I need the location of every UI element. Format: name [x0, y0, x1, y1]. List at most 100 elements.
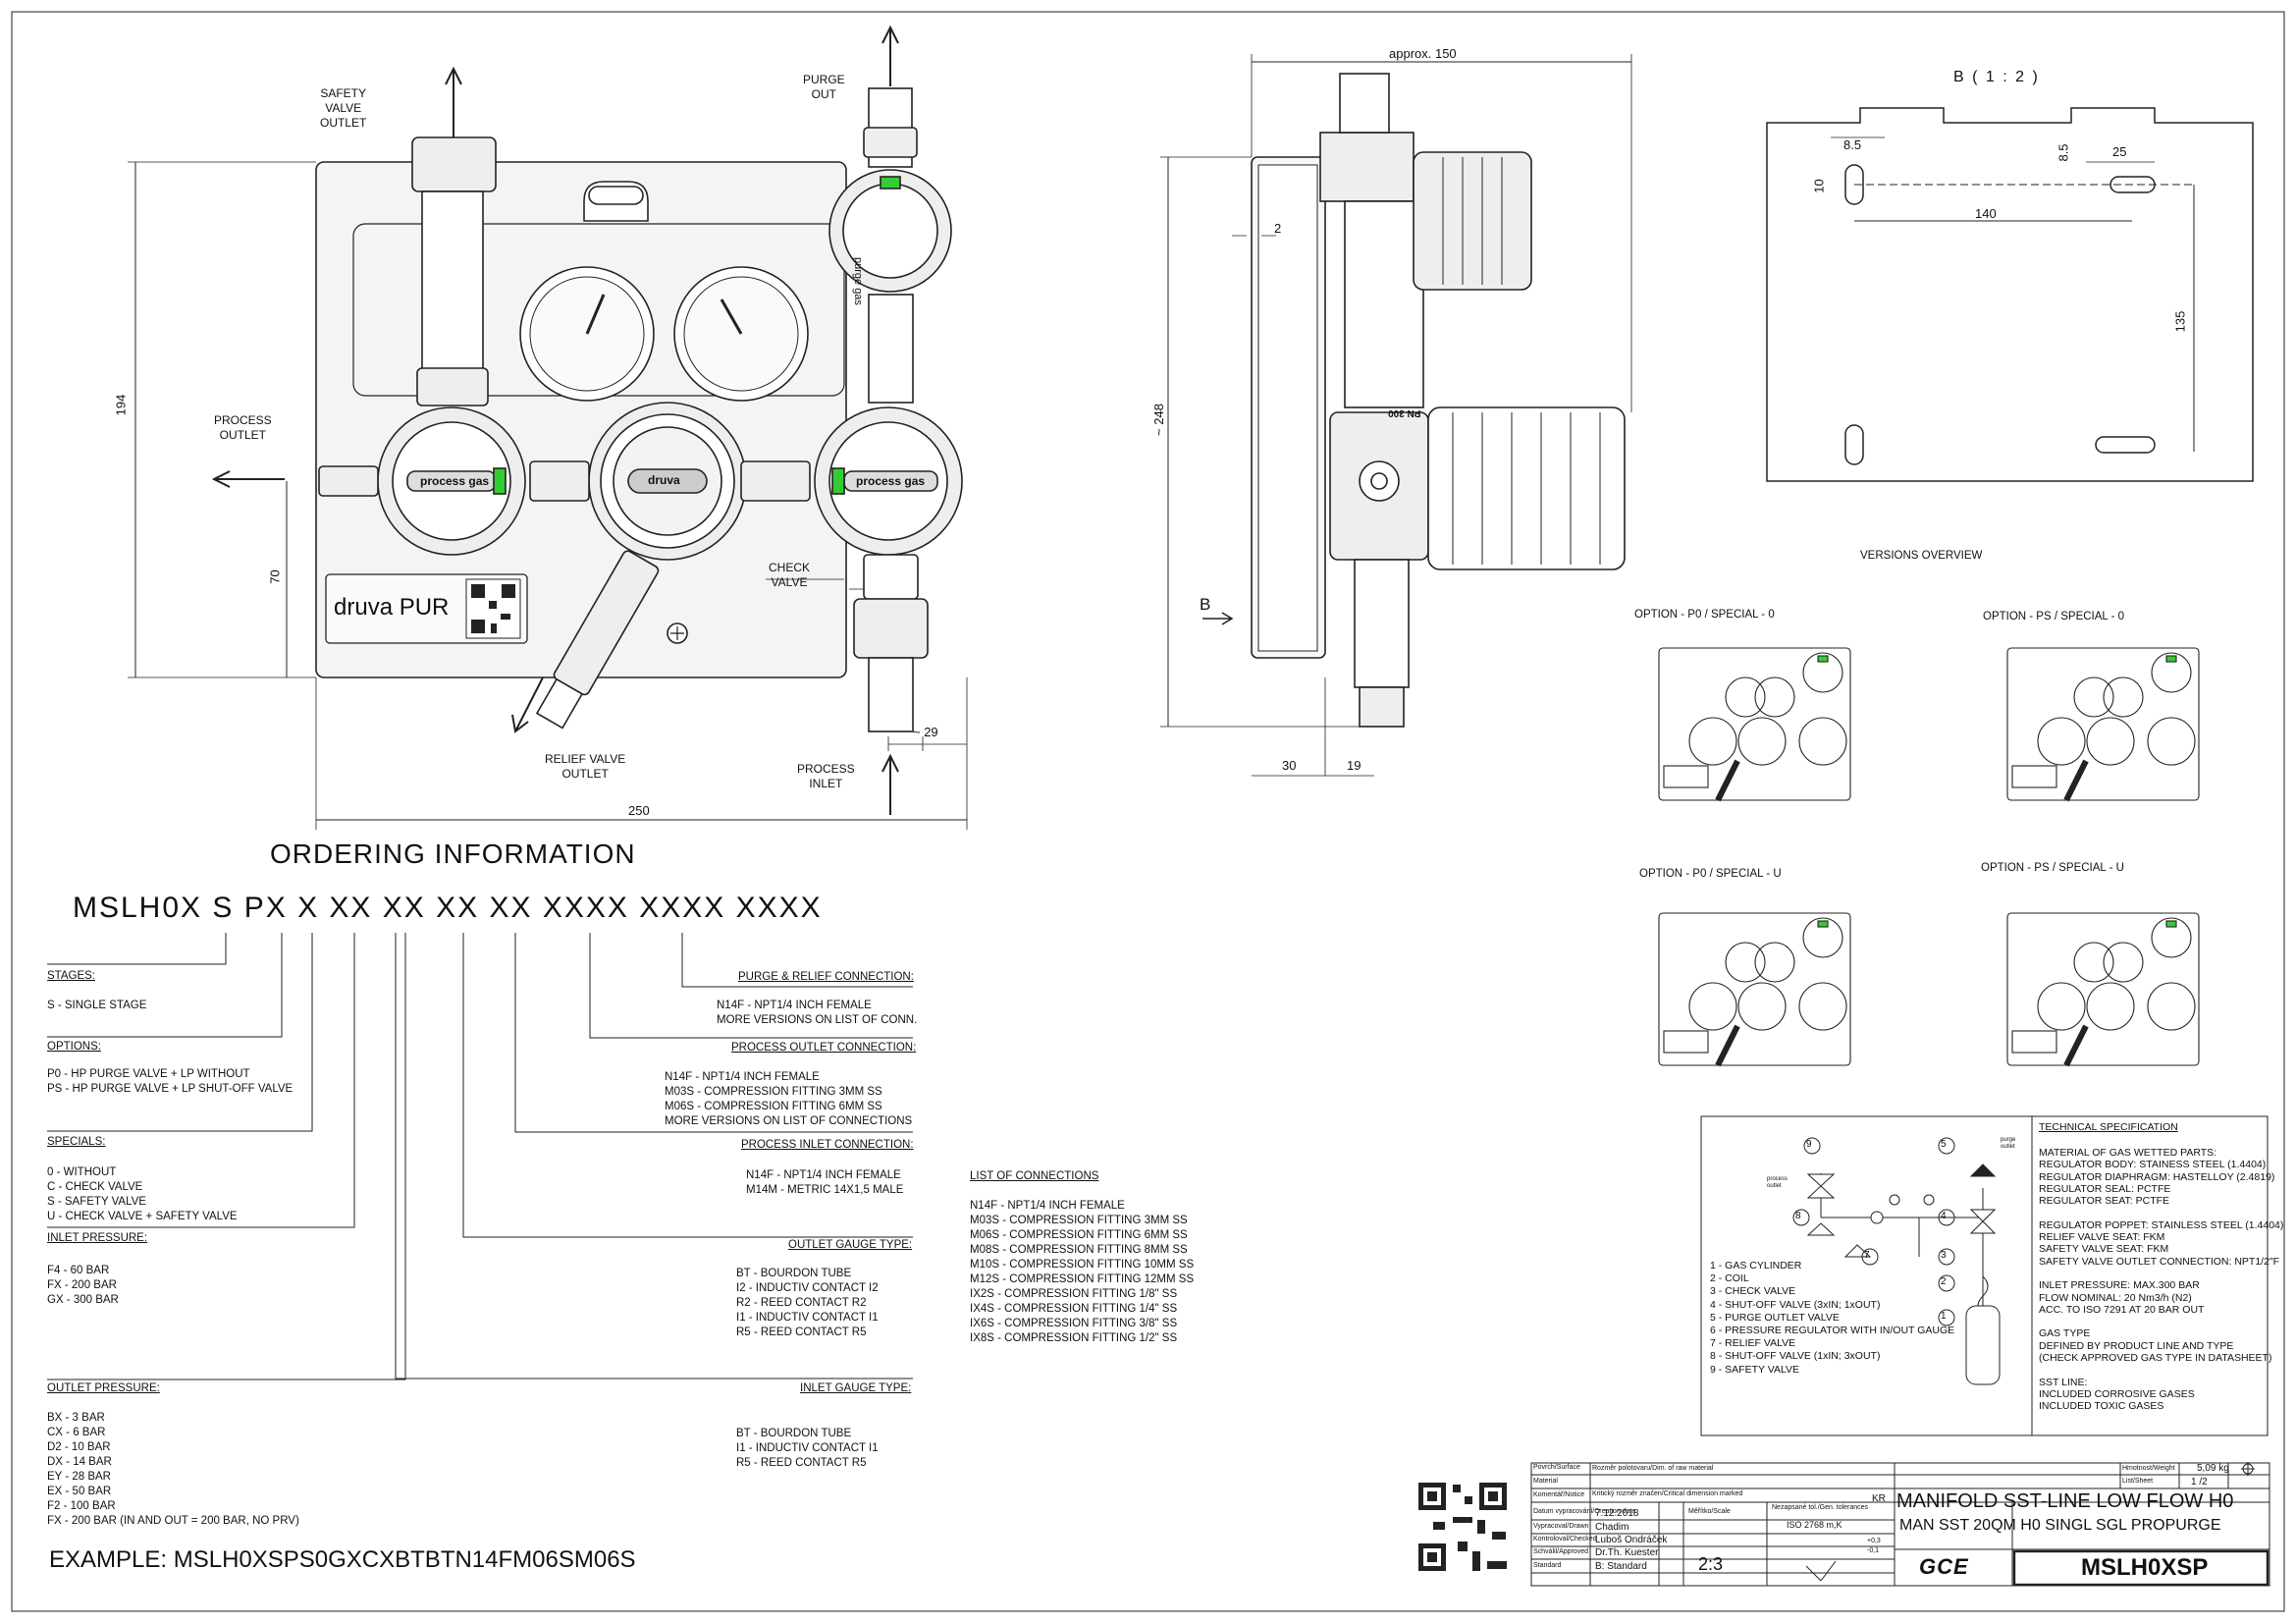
tb-approved: Dr.Th. Kuester: [1595, 1547, 1659, 1558]
tb-caption-raw-dim: Rozměr polotovaru/Dim. of raw material: [1592, 1465, 1714, 1472]
section-options-title: OPTIONS:: [47, 1041, 101, 1053]
section-inlet-gauge-title: INLET GAUGE TYPE:: [800, 1382, 912, 1394]
dim-70: 70: [267, 569, 283, 584]
version-thumbnails: [1658, 647, 2200, 1067]
section-outlet-pressure-lines: BX - 3 BAR CX - 6 BAR D2 - 10 BAR DX - 1…: [47, 1412, 299, 1527]
section-stages-lines: S - SINGLE STAGE: [47, 1000, 147, 1011]
version-p0-u: [1658, 912, 1851, 1067]
ordering-title: ORDERING INFORMATION: [270, 839, 636, 869]
section-inlet-gauge-lines: BT - BOURDON TUBE I1 - INDUCTIV CONTACT …: [736, 1428, 879, 1469]
schematic-legend: 1 - GAS CYLINDER 2 - COIL 3 - CHECK VALV…: [1710, 1260, 1955, 1376]
schematic-num-7: 7: [1864, 1250, 1870, 1261]
tb-caption-drawn: Vypracoval/Drawn: [1533, 1523, 1589, 1530]
version-ps-0: [2006, 647, 2200, 802]
side-view: [1160, 54, 1632, 777]
dim-19: 19: [1347, 758, 1362, 773]
schematic-num-9: 9: [1806, 1139, 1812, 1150]
version-title-p0-0: OPTION - P0 / SPECIAL - 0: [1634, 609, 1775, 621]
dim-30: 30: [1282, 758, 1297, 773]
schematic-num-3: 3: [1941, 1250, 1947, 1261]
tech-spec-lines: MATERIAL OF GAS WETTED PARTS: REGULATOR …: [2039, 1147, 2284, 1413]
dim-b-25: 25: [2112, 144, 2127, 159]
schematic-process-outlet-tag: process outlet: [1767, 1176, 1789, 1189]
dim-b-135: 135: [2172, 310, 2188, 333]
tb-caption-weight: Hmotnost/Weight: [2122, 1465, 2175, 1472]
section-options-lines: P0 - HP PURGE VALVE + LP WITHOUT PS - HP…: [47, 1068, 294, 1095]
sheet-frame: [11, 11, 2285, 1612]
schematic-num-4: 4: [1941, 1211, 1947, 1221]
ordering-leader-lines: [47, 933, 913, 1380]
dim-b-140: 140: [1975, 206, 1997, 221]
gauge-pn-label: PN 300: [1388, 407, 1421, 418]
process-gas-right-text: process gas: [856, 474, 926, 488]
purge-out-label: PURGE OUT: [803, 73, 845, 101]
tb-caption-approved: Schválil/Approved: [1533, 1548, 1589, 1555]
section-specials-lines: 0 - WITHOUT C - CHECK VALVE S - SAFETY V…: [47, 1166, 238, 1222]
gce-logo: GCE: [1919, 1554, 1969, 1579]
section-inlet-pressure-lines: F4 - 60 BAR FX - 200 BAR GX - 300 BAR: [47, 1265, 119, 1306]
tb-date: 7.12.2018: [1595, 1508, 1639, 1519]
tb-kr: KR: [1872, 1493, 1886, 1504]
dim-2: 2: [1274, 221, 1282, 236]
check-valve-label: CHECK VALVE: [769, 561, 811, 589]
process-outlet-label: PROCESS OUTLET: [214, 413, 272, 442]
section-outlet-gauge-lines: BT - BOURDON TUBE I2 - INDUCTIV CONTACT …: [736, 1268, 879, 1338]
relief-valve-outlet-label: RELIEF VALVE OUTLET: [545, 752, 626, 781]
versions-overview-title: VERSIONS OVERVIEW: [1860, 550, 1983, 562]
version-ps-u: [2006, 912, 2200, 1067]
tb-caption-gen-tol: Nezapsané tol./Gen. tolerances: [1772, 1504, 1869, 1511]
tb-scale: 2:3: [1698, 1554, 1724, 1574]
dim-248: ~ 248: [1150, 404, 1166, 436]
tb-title-2: MAN SST 20QM H0 SINGL SGL PROPURGE: [1899, 1517, 2221, 1534]
tb-drawn: Chadim: [1595, 1522, 1629, 1533]
version-title-ps-0: OPTION - PS / SPECIAL - 0: [1983, 611, 2124, 622]
section-outlet-pressure-title: OUTLET PRESSURE:: [47, 1382, 160, 1394]
tb-caption-scale: Měřítko/Scale: [1688, 1508, 1731, 1515]
view-b-title: B ( 1 : 2 ): [1953, 69, 2040, 85]
dim-approx-150: approx. 150: [1389, 46, 1457, 61]
tb-caption-date: Datum vypracování/Creation date: [1533, 1508, 1636, 1515]
tb-checked: Luboš Ondráček: [1595, 1535, 1668, 1545]
center-brand-text: druva: [648, 473, 680, 487]
tb-title-1: MANIFOLD SST-LINE LOW FLOW H0: [1896, 1490, 2234, 1512]
schematic-num-2: 2: [1941, 1276, 1947, 1287]
section-inlet-pressure-title: INLET PRESSURE:: [47, 1232, 148, 1244]
tb-caption-sheet: List/Sheet: [2122, 1478, 2154, 1485]
tb-tolerance-standard: ISO 2768 m,K: [1787, 1520, 1842, 1530]
dim-b-10: 10: [1811, 179, 1827, 193]
process-inlet-label: PROCESS INLET: [797, 762, 855, 790]
qr-code-titleblock: [1414, 1478, 1512, 1576]
section-outlet-gauge-title: OUTLET GAUGE TYPE:: [788, 1239, 913, 1251]
tb-sheet: 1 /2: [2191, 1477, 2208, 1488]
connections-title: LIST OF CONNECTIONS: [970, 1170, 1099, 1182]
ordering-example: EXAMPLE: MSLH0XSPS0GXCXBTBTN14FM06SM06S: [49, 1546, 636, 1573]
safety-valve-outlet-label: SAFETY VALVE OUTLET: [320, 86, 367, 130]
schematic-purge-outlet-tag: purge outlet: [2001, 1137, 2016, 1150]
dim-250: 250: [628, 803, 650, 818]
front-view: [128, 25, 968, 830]
dim-29: ~ 29: [913, 725, 938, 739]
section-purge-relief-title: PURGE & RELIEF CONNECTION:: [738, 971, 914, 983]
tb-part-number: MSLH0XSP: [2081, 1554, 2209, 1581]
title-block-lines: [1530, 1462, 2270, 1587]
schematic-num-1: 1: [1941, 1311, 1947, 1322]
section-process-outlet-title: PROCESS OUTLET CONNECTION:: [731, 1042, 917, 1054]
schematic-num-5: 5: [1941, 1139, 1947, 1150]
schematic-num-8: 8: [1795, 1211, 1801, 1221]
dim-194: 194: [113, 394, 129, 416]
version-title-ps-u: OPTION - PS / SPECIAL - U: [1981, 862, 2124, 874]
section-specials-title: SPECIALS:: [47, 1136, 106, 1148]
tb-weight: 5,09 kg: [2197, 1463, 2229, 1474]
tb-standard: B: Standard: [1595, 1561, 1647, 1572]
schematic-panel: [1700, 1115, 2269, 1436]
section-process-inlet-lines: N14F - NPT1/4 INCH FEMALE M14M - METRIC …: [746, 1169, 904, 1196]
view-b-marker: B: [1200, 595, 1211, 614]
section-process-inlet-title: PROCESS INLET CONNECTION:: [741, 1139, 914, 1151]
process-gas-left-text: process gas: [420, 474, 490, 488]
connections-lines: N14F - NPT1/4 INCH FEMALE M03S - COMPRES…: [970, 1200, 1195, 1344]
tb-caption-standard: Standard: [1533, 1562, 1562, 1569]
qr-code-plate: [465, 578, 521, 639]
section-process-outlet-lines: N14F - NPT1/4 INCH FEMALE M03S - COMPRES…: [665, 1071, 913, 1127]
section-stages-title: STAGES:: [47, 970, 95, 982]
dim-b-8-5-b: 8.5: [2056, 143, 2071, 162]
